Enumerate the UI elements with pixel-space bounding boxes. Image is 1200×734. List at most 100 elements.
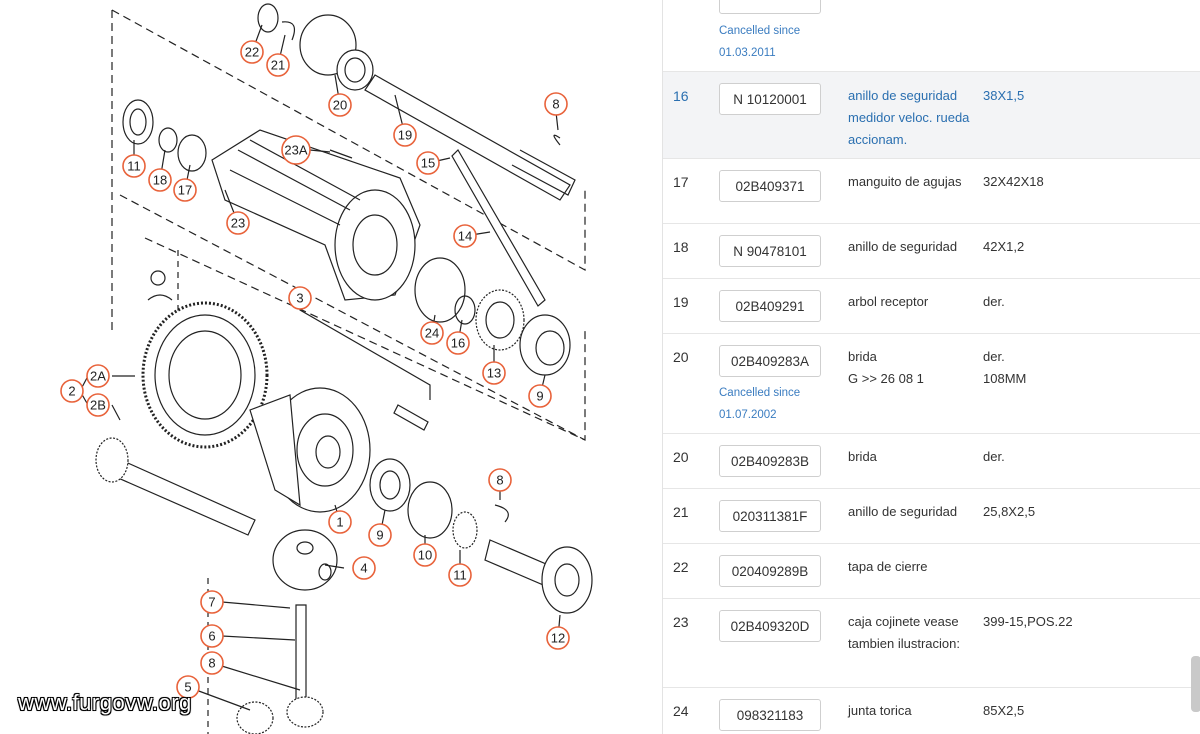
callout-8[interactable]: 8: [200, 651, 224, 675]
position-number: 18: [673, 239, 689, 255]
callout-19[interactable]: 19: [393, 123, 417, 147]
part-description: tapa de cierre: [848, 559, 928, 574]
callout-11[interactable]: 11: [448, 563, 472, 587]
part-info: 25,8X2,5: [983, 504, 1036, 519]
part-number-field[interactable]: [719, 0, 821, 14]
callout-15[interactable]: 15: [416, 151, 440, 175]
callout-9[interactable]: 9: [528, 384, 552, 408]
table-row[interactable]: 16 N 10120001 anillo de seguridad medido…: [663, 72, 1200, 159]
svg-text:5: 5: [184, 680, 191, 695]
callout-8[interactable]: 8: [488, 468, 512, 492]
part-info: der. 108MM: [983, 349, 1027, 386]
callout-1[interactable]: 1: [328, 510, 352, 534]
table-row[interactable]: 24 098321183 junta torica 85X2,5: [663, 688, 1200, 734]
position-number: 23: [673, 614, 689, 630]
svg-text:19: 19: [398, 128, 412, 143]
cancelled-since-date: 01.03.2011: [719, 47, 776, 59]
part-number-field[interactable]: N 90478101: [719, 235, 821, 267]
part-number-field[interactable]: 02B409283B: [719, 445, 821, 477]
part-number-field[interactable]: 020311381F: [719, 500, 821, 532]
part-number-field[interactable]: 098321183: [719, 699, 821, 731]
callout-2A[interactable]: 2A: [86, 364, 110, 388]
position-number: 24: [673, 703, 689, 719]
callout-23[interactable]: 23: [226, 211, 250, 235]
svg-text:10: 10: [418, 548, 432, 563]
part-number-field[interactable]: 02B409320D: [719, 610, 821, 642]
position-number: 21: [673, 504, 689, 520]
callout-22[interactable]: 22: [240, 40, 264, 64]
svg-text:6: 6: [208, 629, 215, 644]
part-description: junta torica: [848, 703, 912, 718]
part-number-field[interactable]: N 10120001: [719, 83, 821, 115]
svg-text:12: 12: [551, 631, 565, 646]
position-number: 16: [673, 88, 689, 104]
table-row: Cancelled since 01.03.2011: [663, 0, 1200, 72]
position-number: 20: [673, 349, 689, 365]
callout-5[interactable]: 5: [176, 675, 200, 699]
callout-2[interactable]: 2: [60, 379, 84, 403]
table-row[interactable]: 20 02B409283B brida der.: [663, 434, 1200, 489]
svg-text:9: 9: [376, 528, 383, 543]
part-info: 399-15,POS.22: [983, 614, 1073, 629]
callout-3[interactable]: 3: [288, 286, 312, 310]
table-row[interactable]: 21 020311381F anillo de seguridad 25,8X2…: [663, 489, 1200, 544]
callout-11[interactable]: 11: [122, 154, 146, 178]
svg-text:3: 3: [296, 291, 303, 306]
cancelled-since-date: 01.07.2002: [719, 409, 777, 421]
scrollbar-thumb[interactable]: [1191, 656, 1200, 712]
callout-10[interactable]: 10: [413, 543, 437, 567]
part-info: 85X2,5: [983, 703, 1025, 718]
callout-18[interactable]: 18: [148, 168, 172, 192]
svg-text:2: 2: [68, 384, 75, 399]
svg-text:24: 24: [425, 326, 439, 341]
part-number-field[interactable]: 02B409371: [719, 170, 821, 202]
svg-text:8: 8: [552, 97, 559, 112]
callout-23A[interactable]: 23A: [281, 135, 311, 165]
svg-text:8: 8: [208, 656, 215, 671]
svg-text:22: 22: [245, 45, 259, 60]
callout-24[interactable]: 24: [420, 321, 444, 345]
part-description: brida G >> 26 08 1: [848, 349, 924, 386]
part-description: brida: [848, 449, 877, 464]
part-description: anillo de seguridad: [848, 239, 958, 254]
table-row[interactable]: 18 N 90478101 anillo de seguridad 42X1,2: [663, 224, 1200, 279]
svg-text:1: 1: [336, 515, 343, 530]
svg-text:14: 14: [458, 229, 472, 244]
parts-table: Cancelled since 01.03.2011 16 N 10120001…: [662, 0, 1200, 734]
callout-9[interactable]: 9: [368, 523, 392, 547]
callout-12[interactable]: 12: [546, 626, 570, 650]
table-row[interactable]: 17 02B409371 manguito de agujas 32X42X18: [663, 159, 1200, 224]
part-number-field[interactable]: 020409289B: [719, 555, 821, 587]
svg-text:4: 4: [360, 561, 367, 576]
table-row[interactable]: 23 02B409320D caja cojinete vease tambie…: [663, 599, 1200, 688]
callout-7[interactable]: 7: [200, 590, 224, 614]
part-number-field[interactable]: 02B409291: [719, 290, 821, 322]
part-info: der.: [983, 294, 1005, 309]
svg-text:21: 21: [271, 58, 285, 73]
table-row[interactable]: 19 02B409291 arbol receptor der.: [663, 279, 1200, 334]
part-info: 42X1,2: [983, 239, 1025, 254]
callout-2B[interactable]: 2B: [86, 393, 110, 417]
callout-20[interactable]: 20: [328, 93, 352, 117]
svg-text:8: 8: [496, 473, 503, 488]
callout-13[interactable]: 13: [482, 361, 506, 385]
table-row[interactable]: 22 020409289B tapa de cierre: [663, 544, 1200, 599]
callout-8[interactable]: 8: [544, 92, 568, 116]
svg-text:13: 13: [487, 366, 501, 381]
table-row[interactable]: 20 02B409283A Cancelled since 01.07.2002…: [663, 334, 1200, 434]
position-number: 22: [673, 559, 689, 575]
svg-text:20: 20: [333, 98, 347, 113]
part-description: anillo de seguridad: [848, 504, 958, 519]
callout-16[interactable]: 16: [446, 331, 470, 355]
cancelled-since-label: Cancelled since: [719, 25, 801, 37]
callout-4[interactable]: 4: [352, 556, 376, 580]
callout-6[interactable]: 6: [200, 624, 224, 648]
part-number-field[interactable]: 02B409283A: [719, 345, 821, 377]
callout-17[interactable]: 17: [173, 178, 197, 202]
callout-21[interactable]: 21: [266, 53, 290, 77]
part-info: 32X42X18: [983, 174, 1044, 189]
callout-14[interactable]: 14: [453, 224, 477, 248]
watermark-text: www.furgovw.org: [18, 690, 192, 715]
